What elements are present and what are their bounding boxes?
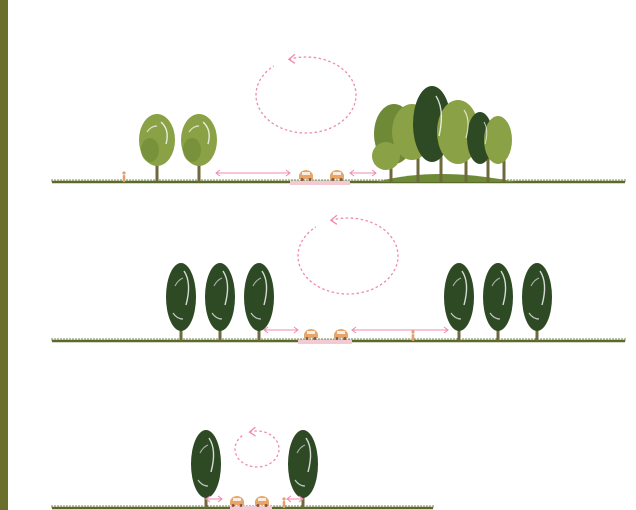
roadway	[290, 181, 350, 185]
roadway	[298, 340, 352, 344]
pedestrian-icon	[282, 497, 285, 508]
round-tree	[181, 114, 217, 182]
forest-cluster	[372, 86, 516, 182]
columnar-tree	[205, 263, 235, 341]
width-arrow	[206, 496, 222, 502]
round-tree	[139, 114, 175, 182]
columnar-tree	[444, 263, 474, 341]
width-arrow	[287, 496, 303, 502]
circular-arrow-icon	[235, 427, 279, 467]
car-icon	[334, 329, 348, 340]
circular-arrow-icon	[298, 215, 398, 294]
width-arrow	[352, 327, 448, 333]
width-arrow	[216, 170, 290, 176]
pedestrian-icon	[122, 171, 125, 182]
columnar-tree	[191, 430, 221, 508]
width-arrow	[264, 327, 298, 333]
columnar-tree	[244, 263, 274, 341]
car-icon	[299, 170, 313, 181]
car-icon	[304, 329, 318, 340]
car-icon	[230, 496, 244, 507]
columnar-tree	[166, 263, 196, 341]
width-arrow	[350, 170, 376, 176]
circular-arrow-icon	[256, 54, 356, 133]
columnar-tree	[288, 430, 318, 508]
columnar-tree	[522, 263, 552, 341]
columnar-tree	[483, 263, 513, 341]
pedestrian-icon	[411, 330, 414, 341]
